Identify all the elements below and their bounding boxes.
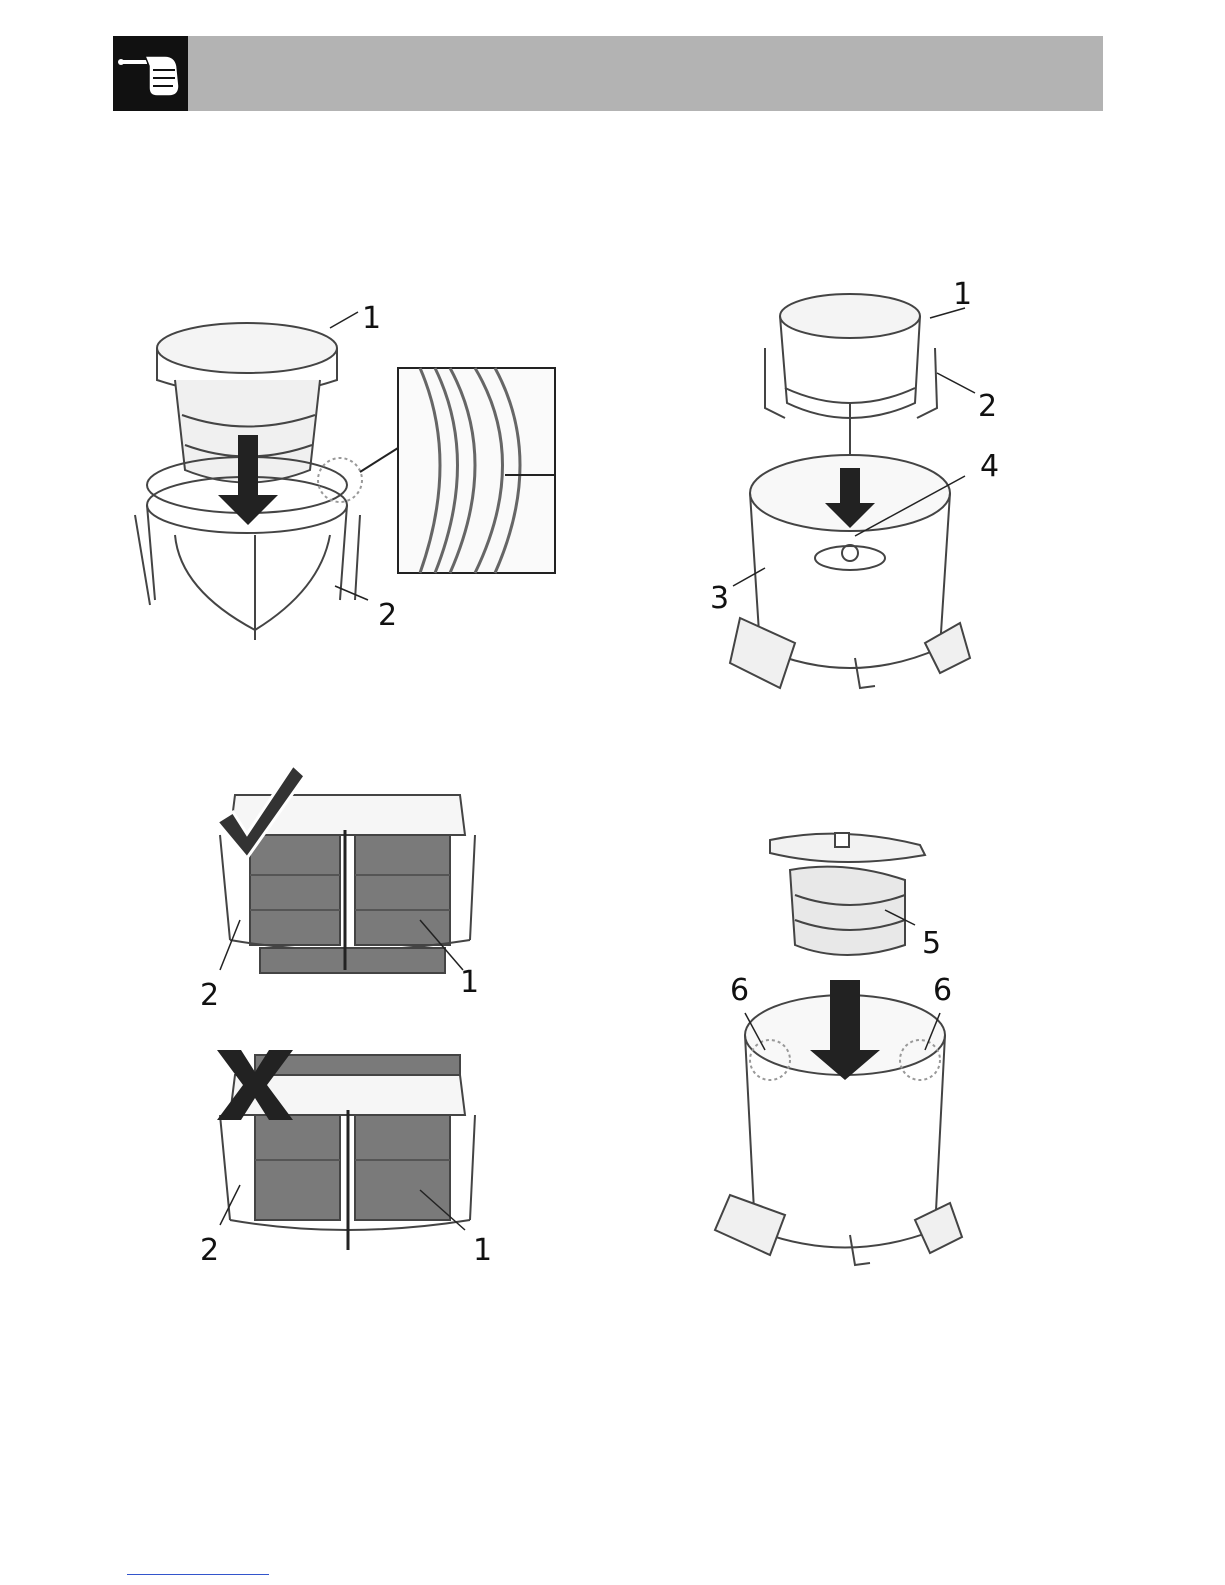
callout-label: 2 (978, 389, 997, 424)
callout-label: 2 (378, 598, 397, 633)
figure-filter-into-holder: 1 2 (130, 300, 570, 650)
callout-label: 2 (200, 978, 219, 1013)
callout-label: 2 (200, 1233, 219, 1268)
callout-label: 6 (730, 973, 749, 1008)
pointing-hand-icon (113, 36, 188, 111)
figure-auger-into-bowl: 5 6 6 (700, 825, 980, 1275)
callout-label: 5 (922, 926, 941, 961)
callout-label: 4 (980, 449, 999, 484)
figure-assembly-into-bowl: 1 2 3 4 (705, 278, 1040, 698)
callout-label: 1 (953, 278, 972, 312)
callout-label: 6 (933, 973, 952, 1008)
figure-incorrect-fit: 2 1 (195, 1040, 505, 1270)
figure-correct-fit: 2 1 (195, 760, 505, 1015)
callout-label: 1 (362, 301, 381, 336)
header-bar (113, 36, 1103, 111)
callout-label: 1 (460, 965, 479, 1000)
callout-label: 1 (473, 1233, 492, 1268)
header-icon-box (113, 36, 188, 111)
callout-label: 3 (710, 581, 729, 616)
footer-link-underline (127, 1574, 269, 1575)
